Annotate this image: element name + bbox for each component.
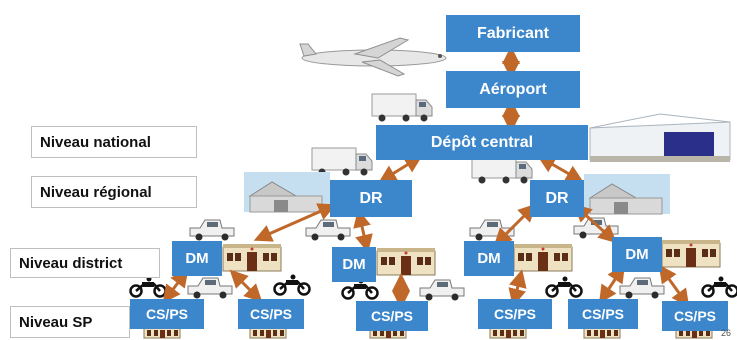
- airplane-icon: [299, 37, 447, 77]
- building-icon: [661, 239, 721, 268]
- pickup-truck-icon: [619, 277, 665, 299]
- building-icon: [376, 247, 436, 276]
- truck-icon: [371, 93, 433, 122]
- node-dr: DR: [530, 180, 584, 217]
- node-dm: DM: [464, 241, 514, 276]
- node-fabricant: Fabricant: [446, 15, 580, 52]
- node-dm: DM: [332, 247, 376, 282]
- building-icon: [489, 327, 527, 339]
- building-icon: [222, 243, 282, 272]
- pickup-truck-icon: [419, 279, 465, 301]
- arrow: [599, 264, 625, 304]
- level-label-sp: Niveau SP: [10, 306, 130, 338]
- building-icon: [513, 243, 573, 272]
- warehouse-icon: [589, 108, 731, 162]
- arrow: [253, 203, 337, 242]
- node-dr: DR: [330, 180, 412, 217]
- pickup-truck-icon: [189, 219, 235, 241]
- pickup-truck-icon: [305, 219, 351, 241]
- flow-arrows: [162, 46, 690, 309]
- arrow: [229, 269, 263, 303]
- arrow: [508, 269, 527, 307]
- motorbike-icon: [129, 275, 167, 298]
- level-label-national: Niveau national: [31, 126, 197, 158]
- warehouse-icon: [583, 173, 671, 215]
- arrow: [353, 209, 373, 253]
- truck-icon: [311, 147, 373, 176]
- building-icon: [143, 327, 181, 339]
- motorbike-icon: [545, 275, 583, 298]
- arrow: [658, 264, 690, 308]
- pickup-truck-icon: [187, 277, 233, 299]
- motorbike-icon: [701, 275, 737, 298]
- node-aeroport: Aéroport: [446, 71, 580, 108]
- level-label-district: Niveau district: [10, 248, 160, 278]
- arrow: [378, 155, 423, 183]
- truck-icon: [471, 155, 533, 184]
- node-cs-ps: CS/PS: [478, 299, 552, 329]
- pickup-truck-icon: [469, 219, 515, 241]
- arrow: [537, 155, 584, 183]
- node-depot-central: Dépôt central: [376, 125, 588, 160]
- node-cs-ps: CS/PS: [356, 301, 428, 331]
- building-icon: [249, 327, 287, 339]
- arrow: [493, 203, 537, 247]
- motorbike-icon: [273, 273, 311, 296]
- node-cs-ps: CS/PS: [130, 299, 204, 329]
- page-number: 26: [720, 328, 731, 338]
- level-label-regional: Niveau régional: [31, 176, 197, 208]
- arrow: [573, 203, 617, 244]
- node-cs-ps: CS/PS: [568, 299, 638, 329]
- building-icon: [583, 327, 621, 339]
- node-dm: DM: [612, 237, 662, 272]
- warehouse-icon: [243, 171, 331, 213]
- pickup-truck-icon: [573, 217, 619, 239]
- node-dm: DM: [172, 241, 222, 276]
- arrow: [162, 268, 189, 304]
- node-cs-ps: CS/PS: [238, 299, 304, 329]
- node-cs-ps: CS/PS: [662, 301, 728, 331]
